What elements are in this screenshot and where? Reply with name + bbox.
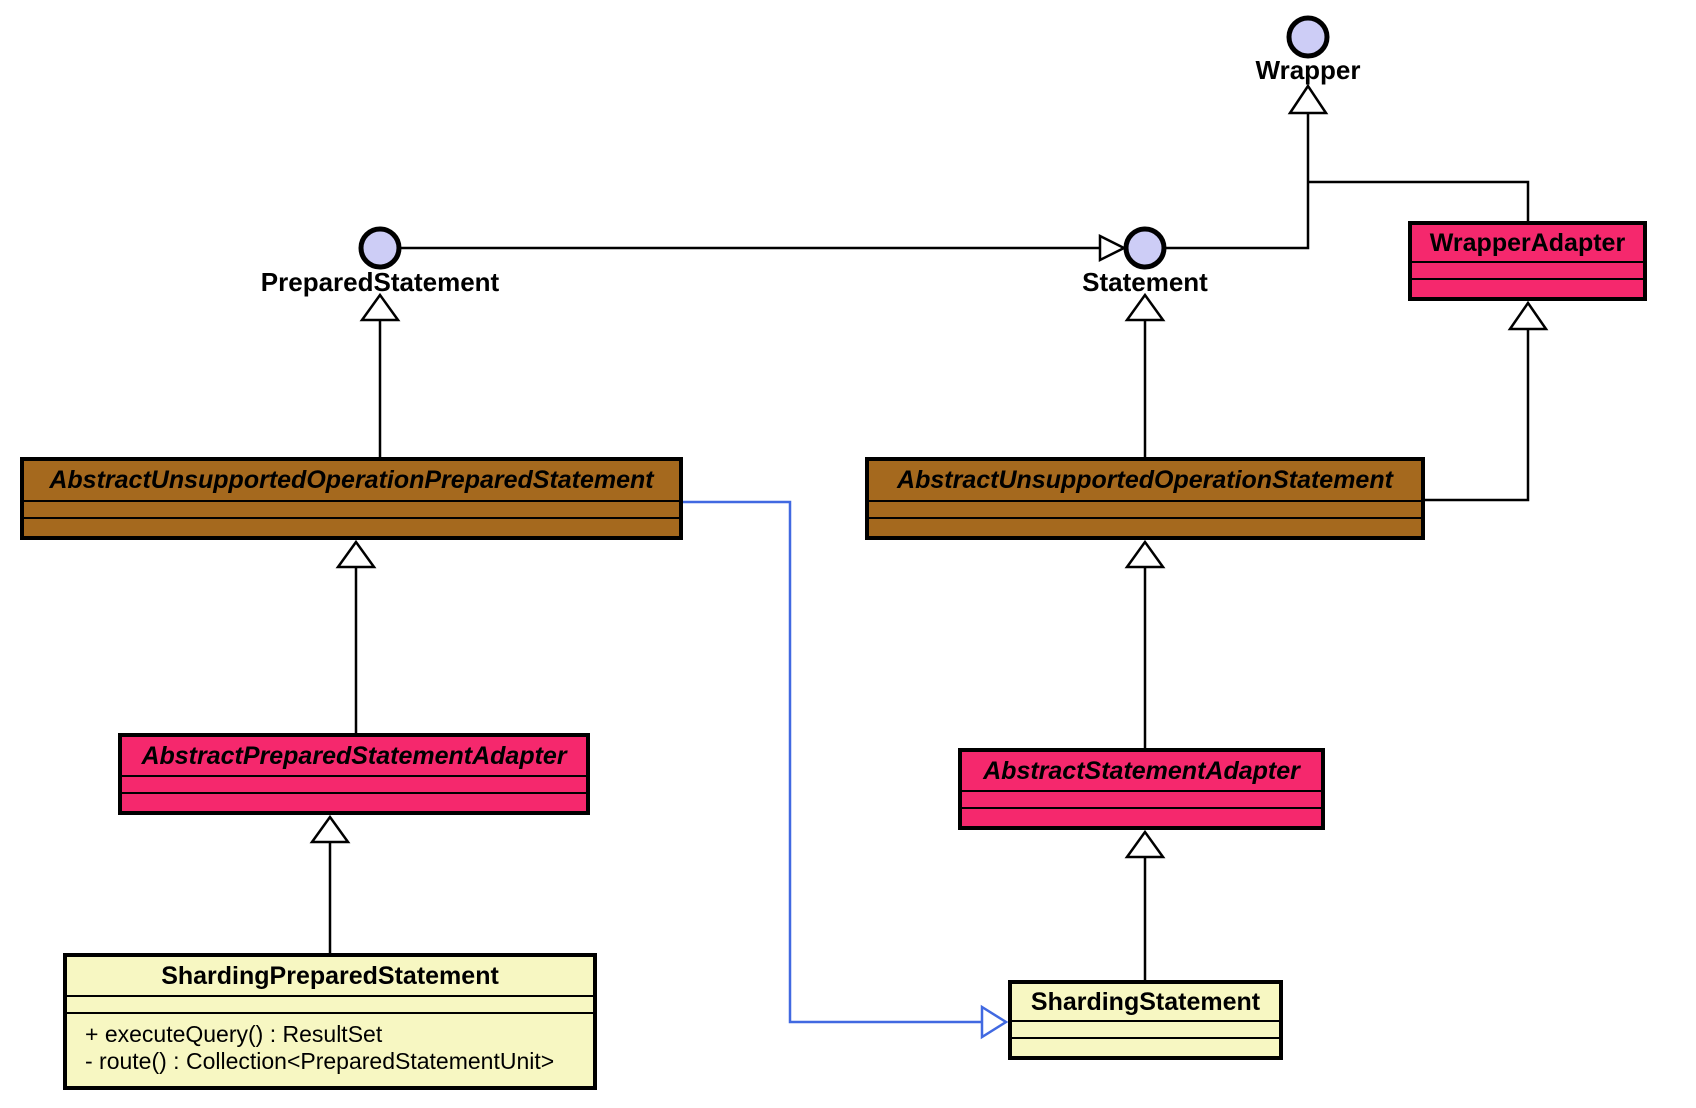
interface-label-preparedstatement: PreparedStatement xyxy=(260,267,500,297)
generalization-arrowhead-wrapper xyxy=(1287,83,1329,115)
attributes-compartment xyxy=(122,775,586,792)
edge-wrapperadapter-to-wrapper xyxy=(1308,180,1530,221)
class-title: AbstractUnsupportedOperationPreparedStat… xyxy=(49,466,654,494)
methods-compartment xyxy=(869,517,1421,536)
method-item: - route() : Collection<PreparedStatement… xyxy=(85,1048,555,1074)
generalization-arrowhead-absunsupportedstatement xyxy=(1124,539,1166,569)
attributes-compartment xyxy=(67,995,593,1012)
class-wrapper-adapter: WrapperAdapter xyxy=(1408,221,1647,301)
class-title: ShardingPreparedStatement xyxy=(161,961,499,990)
realization-arrowhead-statement xyxy=(1124,292,1166,322)
interface-label-statement: Statement xyxy=(1082,267,1208,297)
interface-label-wrapper: Wrapper xyxy=(1255,55,1361,85)
generalization-arrowhead-statement xyxy=(1098,233,1127,263)
generalization-arrowhead-absstatementadapter xyxy=(1124,829,1166,859)
class-abstract-statement-adapter: AbstractStatementAdapter xyxy=(958,748,1325,830)
attributes-compartment xyxy=(1412,261,1643,278)
methods-compartment xyxy=(1012,1037,1279,1056)
attributes-compartment xyxy=(24,500,679,517)
attributes-compartment xyxy=(869,500,1421,517)
edge-absunsupportedprepared-to-shardingstatement xyxy=(683,500,982,1024)
generalization-arrowhead-abspreparedadapter xyxy=(309,814,351,844)
class-title: WrapperAdapter xyxy=(1429,228,1626,257)
class-sharding-statement: ShardingStatement xyxy=(1008,980,1283,1060)
generalization-arrowhead-wrapperadapter xyxy=(1507,300,1549,331)
class-sharding-prepared-statement: ShardingPreparedStatement + executeQuery… xyxy=(63,953,597,1090)
method-item: + executeQuery() : ResultSet xyxy=(85,1021,383,1047)
class-abstract-unsupported-operation-prepared-statement: AbstractUnsupportedOperationPreparedStat… xyxy=(20,457,683,540)
class-title: AbstractUnsupportedOperationStatement xyxy=(897,466,1393,494)
realization-arrowhead-preparedstatement xyxy=(359,292,401,322)
attributes-compartment xyxy=(1012,1020,1279,1037)
blue-generalization-arrowhead-shardingstatement xyxy=(980,1004,1009,1040)
class-abstract-prepared-statement-adapter: AbstractPreparedStatementAdapter xyxy=(118,733,590,815)
edge-absunsupportedstatement-to-wrapperadapter xyxy=(1425,329,1530,502)
wrapper-interface-lollipop-icon xyxy=(1286,15,1330,59)
generalization-arrowhead-absunsupportedprepared xyxy=(335,539,377,569)
statement-interface-lollipop-icon xyxy=(1123,226,1167,270)
attributes-compartment xyxy=(962,790,1321,807)
class-abstract-unsupported-operation-statement: AbstractUnsupportedOperationStatement xyxy=(865,457,1425,540)
preparedstatement-interface-lollipop-icon xyxy=(358,226,402,270)
class-title: AbstractPreparedStatementAdapter xyxy=(141,741,567,770)
class-title: AbstractStatementAdapter xyxy=(983,756,1300,785)
methods-compartment xyxy=(24,517,679,536)
methods-compartment xyxy=(962,807,1321,826)
edge-statement-to-wrapper xyxy=(1166,113,1310,250)
methods-compartment: + executeQuery() : ResultSet - route() :… xyxy=(67,1012,593,1086)
methods-compartment xyxy=(122,792,586,811)
methods-compartment xyxy=(1412,278,1643,297)
class-title: ShardingStatement xyxy=(1030,987,1261,1016)
